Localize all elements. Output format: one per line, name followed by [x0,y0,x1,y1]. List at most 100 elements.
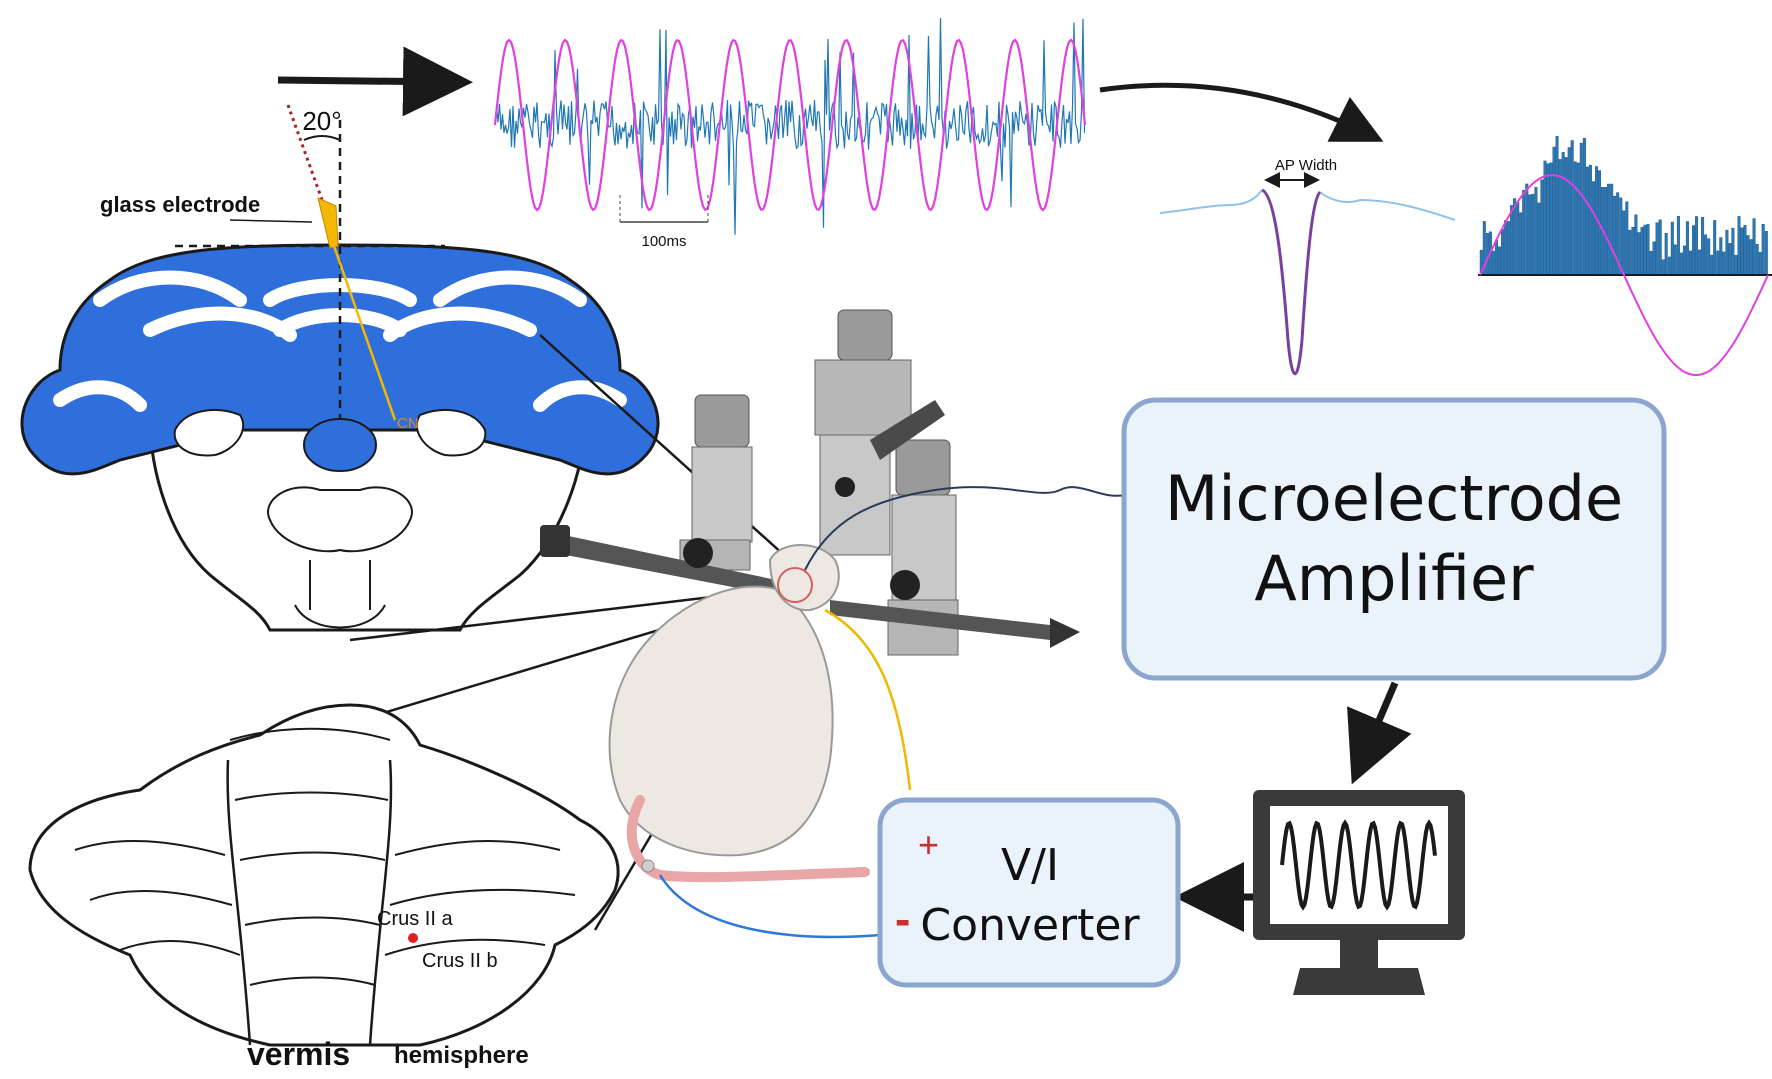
histogram-bar [1513,198,1517,276]
histogram-bar [1655,222,1659,276]
histogram-bar [1607,183,1611,276]
histogram-bar [1582,137,1586,276]
histogram-bar [1731,227,1735,276]
histogram-bar [1652,241,1656,276]
baseline-right [1319,191,1456,221]
histogram-bar [1546,163,1550,276]
histogram-bar [1604,186,1608,276]
histogram-bar [1510,205,1514,276]
histogram-bar [1758,251,1762,276]
histogram-bar [1673,244,1677,276]
histogram-bar [1643,224,1647,276]
histogram-bar [1646,224,1650,276]
amplifier-line2: Amplifier [1254,542,1534,615]
arrow-to-spike [1099,82,1384,142]
microelectrode-amplifier: Microelectrode Amplifier [1121,397,1667,681]
histogram-bar [1698,249,1702,276]
histogram-bar [1752,218,1756,276]
histogram-bar [1637,232,1641,276]
histogram-bar [1570,140,1574,276]
yellow-wire [824,608,912,791]
histogram-bar [1676,215,1680,276]
histogram-bar [1670,221,1674,276]
histogram-bar [1682,245,1686,276]
histogram-bar [1625,201,1629,276]
blue-wire [658,874,881,939]
stimulus-sine-line [493,38,1087,212]
scale-bar-label: 100ms [641,233,686,250]
histogram-bar [1764,230,1768,276]
electrode-wire-in-brain [332,245,397,421]
histogram-bar [1631,226,1635,276]
amplifier-box [1121,397,1667,681]
converter-line1: V/I [1001,840,1059,891]
histogram-bar [1591,181,1595,276]
ear-bar-left [540,530,800,600]
glass-electrode-icon [317,197,339,249]
histogram-bar [1737,216,1741,276]
histogram-bar [1494,239,1498,276]
vi-converter: + - V/I Converter [877,797,1181,988]
nuclei-right [415,409,487,457]
spike-trough [1261,188,1322,376]
histogram-bar [1549,162,1553,276]
histogram-bars [1479,135,1768,276]
histogram-bar [1543,160,1547,276]
histogram-bar [1640,226,1644,276]
rat-body [608,585,834,857]
brainstem-inner [267,486,413,629]
glass-electrode-label: glass electrode [100,192,260,217]
histogram-bar [1725,229,1729,276]
brainstem-outline [148,418,587,632]
histogram-bar [1746,235,1750,276]
histogram-bar [1573,161,1577,276]
histogram-bar [1540,179,1544,276]
hemisphere-label: hemisphere [394,1042,529,1069]
raw-recording-trace: 100ms [493,17,1087,250]
vermis-band [226,759,393,1046]
histogram-bar [1740,227,1744,276]
histogram-bar [1628,229,1632,276]
histogram-bar [1504,220,1508,276]
dorsal-folia [74,727,576,986]
histogram-bar [1664,232,1668,276]
histogram-bar [1528,194,1532,276]
cn-label: CN [397,415,419,432]
histogram-bar [1743,225,1747,276]
histogram-bar [1728,243,1732,276]
histogram-bar [1679,252,1683,276]
histogram-bar [1755,243,1759,276]
rat-head-marker [777,567,813,603]
histogram-bar [1561,152,1565,276]
histogram-bar [1634,214,1638,276]
histogram-bar [1688,250,1692,276]
rat-head [768,544,840,612]
histogram-bar [1610,183,1614,276]
histogram-bar [1537,202,1541,276]
histogram-bar [1701,217,1705,276]
histogram-bar [1719,237,1723,276]
histogram-bar [1694,216,1698,276]
histogram-bar [1761,223,1765,276]
histogram-bar [1552,146,1556,276]
dorsal-outline [28,703,620,1047]
wires [658,486,1126,939]
histogram-bar [1707,238,1711,276]
coronal-cerebellum-section: 20° glass electrode CN [20,104,660,632]
recording-point [408,933,418,943]
crus-a-label: Crus II a [377,908,453,930]
histogram-bar [1485,233,1489,276]
arrow-amp-to-monitor [1347,681,1412,785]
histogram-bar [1525,183,1529,276]
stereotaxic-frame [540,309,1080,656]
histogram-bar [1491,250,1495,276]
histogram-bar [1661,259,1665,276]
histogram-bar [1531,193,1535,276]
histogram-bar [1613,195,1617,276]
histogram-bar [1576,162,1580,276]
histogram-bar [1500,229,1504,276]
histogram-bar [1564,157,1568,276]
ap-width-label: AP Width [1275,157,1337,174]
histogram-bar [1704,234,1708,276]
converter-box [877,797,1181,988]
